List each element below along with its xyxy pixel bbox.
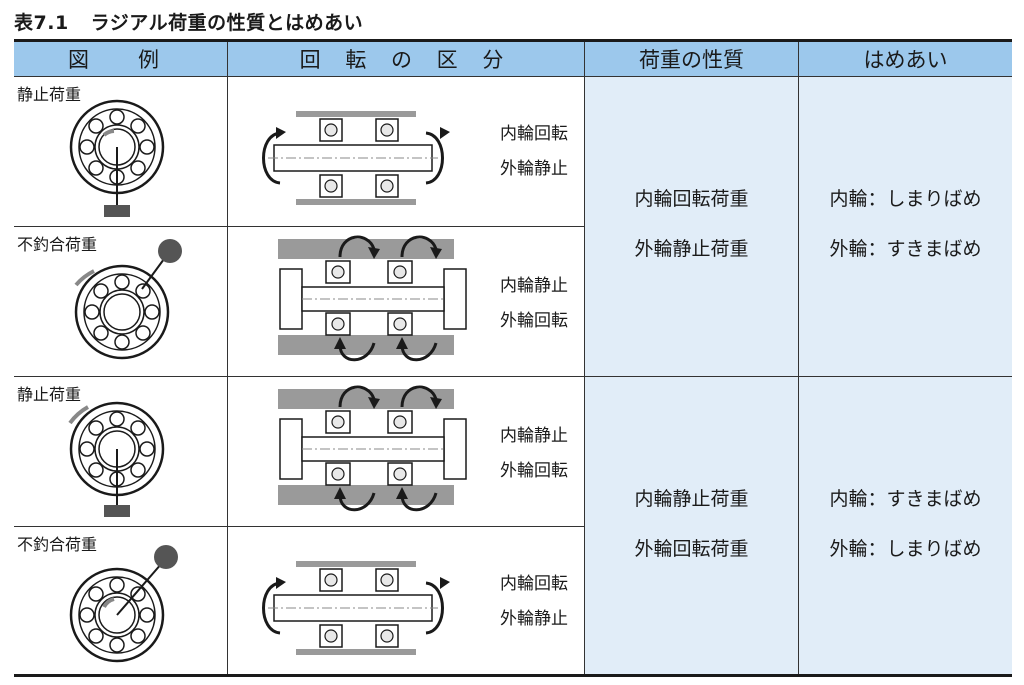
table-number: 表7.1 [14, 12, 69, 34]
load-label: 不釣合荷重 [17, 535, 98, 554]
bearing-icon [68, 401, 165, 517]
fit-cell-2: 内輪：すきまばめ 外輪：しまりばめ [799, 377, 1012, 674]
fit-cell-1: 内輪：しまりばめ 外輪：すきまばめ [799, 77, 1012, 377]
rotation-outer: 外輪静止 [500, 609, 568, 629]
load-label: 不釣合荷重 [17, 235, 98, 254]
fit-inner: 内輪：すきまばめ [829, 488, 982, 510]
rotation-cell-4: 内輪回転 外輪静止 [228, 527, 585, 674]
load-property-inner: 内輪回転荷重 [634, 188, 749, 210]
shaft-diagram [262, 561, 450, 655]
bottom-rule [14, 674, 1012, 677]
load-label: 静止荷重 [17, 385, 82, 404]
figure-cell-2: 不釣合荷重 [14, 227, 228, 377]
figure-cell-3: 静止荷重 [14, 377, 228, 527]
figure-cell-1: 静止荷重 [14, 77, 228, 227]
rotation-inner: 内輪静止 [500, 276, 568, 296]
header-figure: 図 例 [14, 42, 228, 76]
load-fit-table: 図 例 回 転 の 区 分 荷重の性質 はめあい 静止荷重 [14, 39, 1012, 677]
header-rotation: 回 転 の 区 分 [228, 42, 585, 76]
load-property-cell-2: 内輪静止荷重 外輪回転荷重 [585, 377, 799, 674]
rotation-outer: 外輪回転 [500, 461, 568, 481]
fit-outer: 外輪：すきまばめ [829, 238, 982, 260]
rotation-inner: 内輪静止 [500, 426, 568, 446]
fit-inner: 内輪：しまりばめ [829, 188, 982, 210]
rotation-cell-3: 内輪静止 外輪回転 [228, 377, 585, 527]
top-rule [14, 39, 1012, 42]
table-title-text: ラジアル荷重の性質とはめあい [90, 12, 364, 34]
header-load-property: 荷重の性質 [585, 42, 799, 76]
housing-diagram [278, 235, 467, 362]
rotation-outer: 外輪静止 [500, 159, 568, 179]
load-property-cell-1: 内輪回転荷重 外輪静止荷重 [585, 77, 799, 377]
load-property-outer: 外輪回転荷重 [634, 538, 749, 560]
rotation-outer: 外輪回転 [500, 311, 568, 331]
housing-diagram [278, 385, 467, 512]
figure-cell-4: 不釣合荷重 [14, 527, 228, 674]
rotation-inner: 内輪回転 [500, 574, 568, 594]
unbalanced-bearing-icon [74, 239, 182, 360]
table-title: 表7.1 ラジアル荷重の性質とはめあい [14, 8, 363, 35]
rotation-cell-2: 内輪静止 外輪回転 [228, 227, 585, 377]
fit-outer: 外輪：しまりばめ [829, 538, 982, 560]
header-rule [14, 76, 1012, 77]
rotation-inner: 内輪回転 [500, 124, 568, 144]
load-label: 静止荷重 [17, 85, 82, 104]
rotation-cell-1: 内輪回転 外輪静止 [228, 77, 585, 227]
unbalanced-bearing-icon [69, 545, 178, 663]
load-property-outer: 外輪静止荷重 [634, 238, 749, 260]
bearing-icon [69, 99, 165, 217]
header-fit: はめあい [799, 42, 1012, 76]
shaft-diagram [262, 111, 450, 205]
load-property-inner: 内輪静止荷重 [634, 488, 749, 510]
